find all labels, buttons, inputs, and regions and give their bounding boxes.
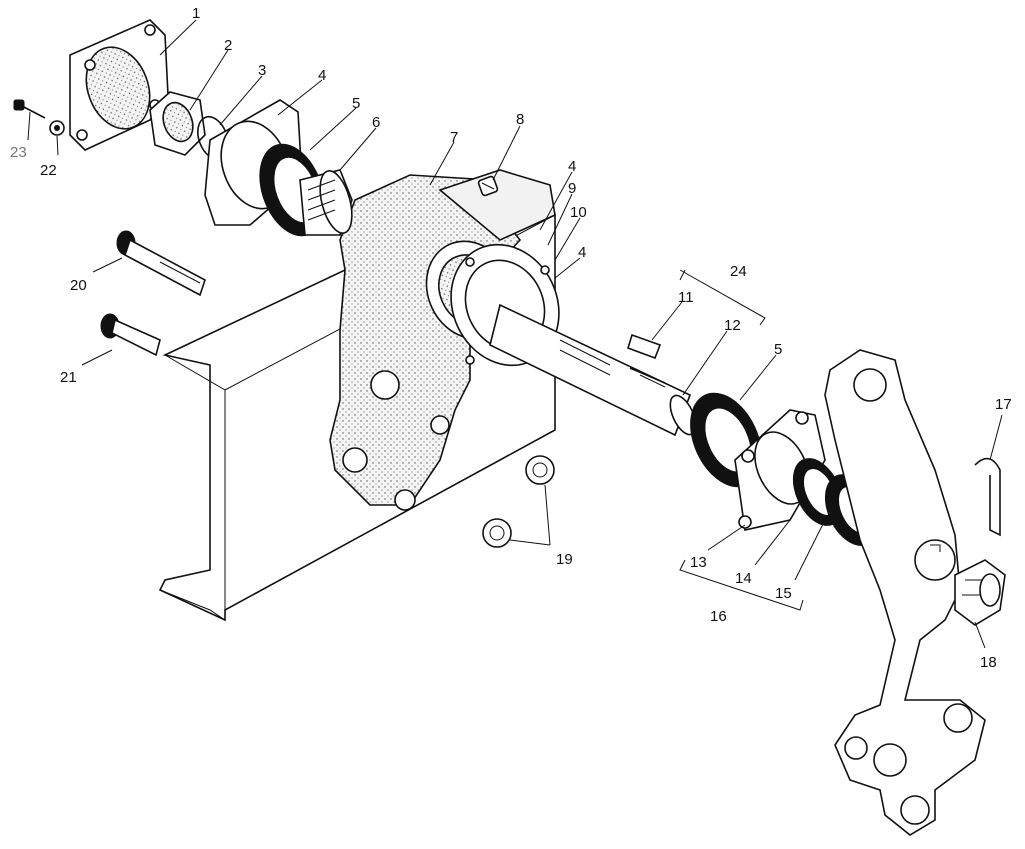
label-9: 9 (568, 180, 576, 197)
label-19: 19 (556, 551, 573, 568)
label-18: 18 (980, 654, 997, 671)
group-bracket-24 (679, 269, 766, 326)
bushing (299, 169, 353, 236)
pitman-arm (824, 349, 986, 836)
group-bracket-16 (679, 559, 804, 611)
label-23: 23 (10, 144, 27, 161)
castle-nut (954, 559, 1006, 626)
end-cover (69, 19, 169, 151)
woodruff-key (627, 333, 662, 360)
bolt-23 (13, 99, 46, 119)
label-6: 6 (372, 114, 380, 131)
label-14: 14 (735, 570, 752, 587)
washer-22 (49, 120, 65, 136)
label-4: 4 (318, 67, 326, 84)
nut-19-a (525, 455, 555, 485)
label-5b: 5 (774, 341, 782, 358)
callout-labels: 1 2 3 4 5 6 7 8 4 9 10 4 11 12 24 5 13 1… (10, 5, 1012, 671)
bolt-20 (116, 230, 206, 297)
label-1: 1 (192, 5, 200, 22)
label-7: 7 (450, 129, 458, 146)
label-8: 8 (516, 111, 524, 128)
bolt-21 (100, 313, 161, 357)
sector-shaft (489, 303, 697, 437)
label-4b: 4 (568, 158, 576, 175)
label-3: 3 (258, 62, 266, 79)
label-12: 12 (724, 317, 741, 334)
label-20: 20 (70, 277, 87, 294)
breather-plug (477, 175, 499, 197)
cotter-pin (974, 457, 1001, 537)
label-21: 21 (60, 369, 77, 386)
label-24: 24 (730, 263, 747, 280)
leader-lines (27, 19, 1003, 649)
label-10: 10 (570, 204, 587, 221)
label-11: 11 (678, 289, 694, 306)
label-5: 5 (352, 95, 360, 112)
label-2: 2 (224, 37, 232, 54)
label-13: 13 (690, 554, 707, 571)
label-17: 17 (995, 396, 1012, 413)
label-4c: 4 (578, 244, 586, 261)
label-16: 16 (710, 608, 727, 625)
label-15: 15 (775, 585, 792, 602)
label-22: 22 (40, 162, 57, 179)
nut-19-b (482, 518, 512, 548)
